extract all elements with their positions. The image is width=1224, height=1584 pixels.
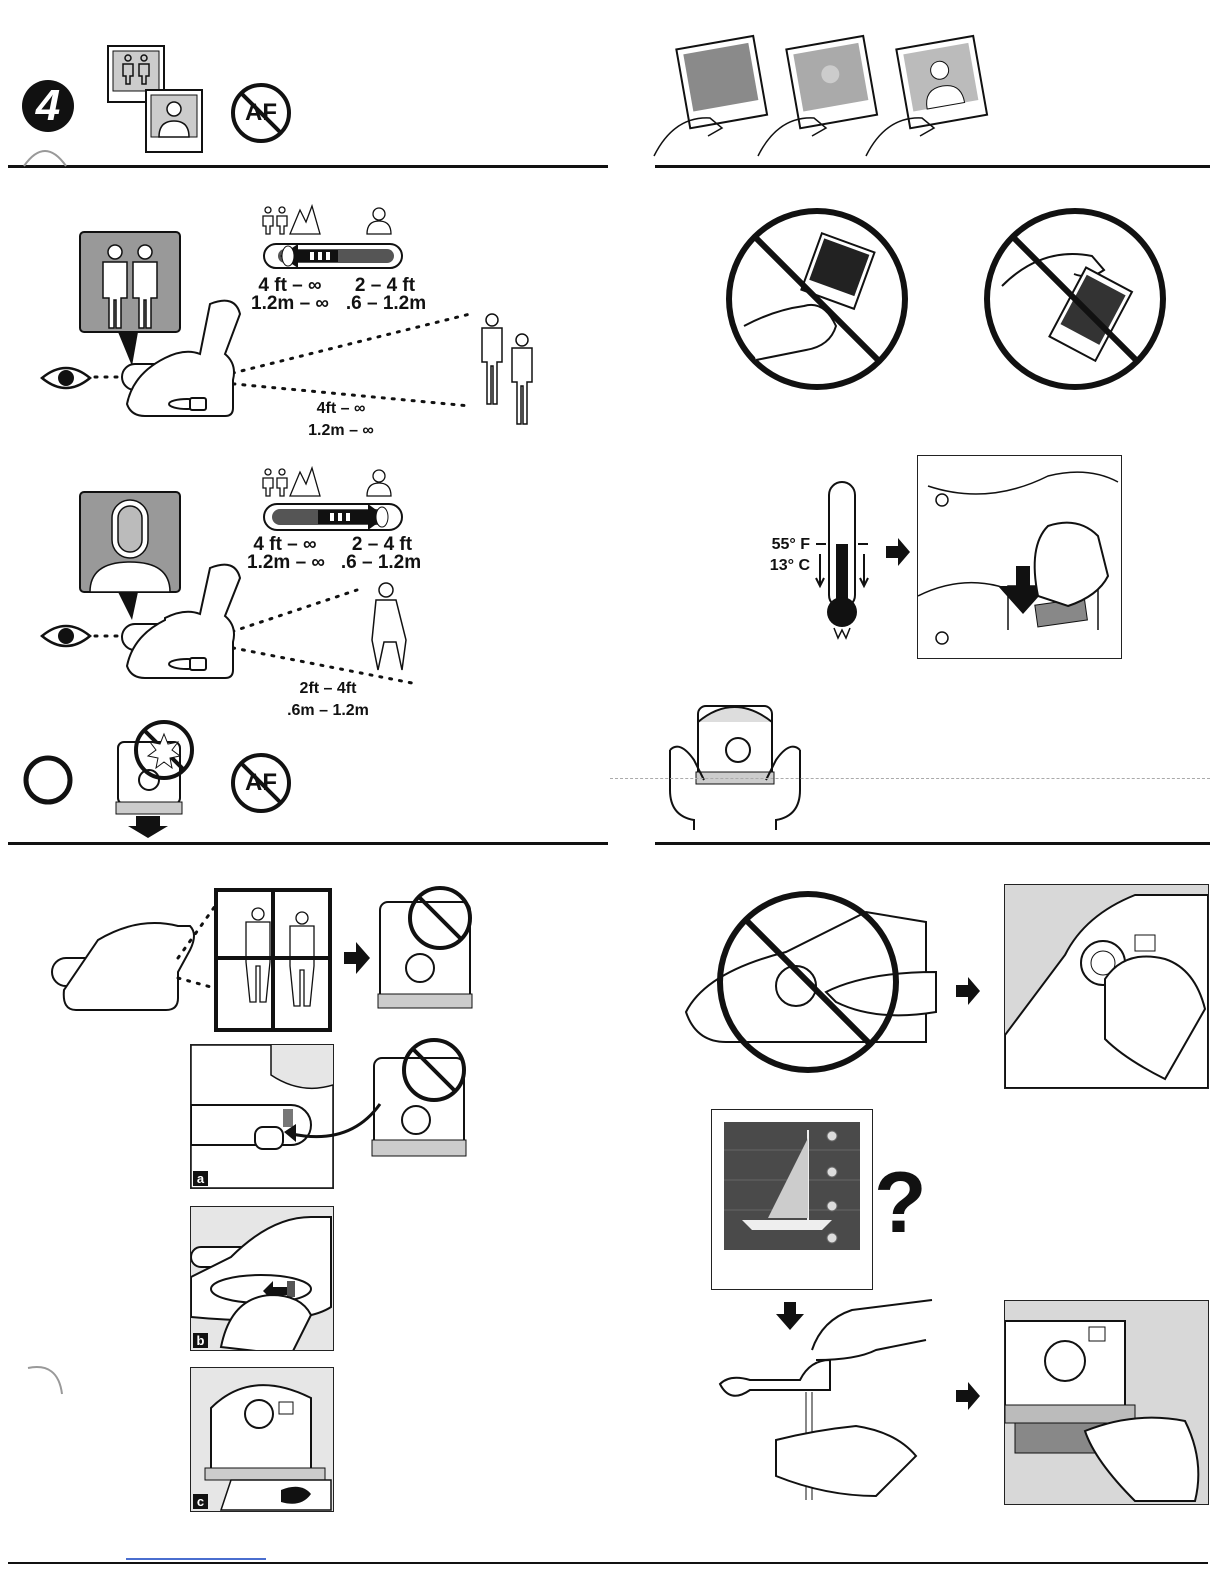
arrow-right-icon-1 — [884, 536, 912, 568]
no-shaking-photo-icon — [724, 206, 910, 392]
clean-rollers-panel — [1004, 1300, 1209, 1505]
camera-front-flash-off-icon — [108, 718, 200, 836]
pocket-warm-photo-panel — [917, 455, 1122, 659]
step-number-badge: 4 — [22, 80, 74, 132]
binder-hole-icon — [20, 140, 70, 170]
arrow-right-icon-3 — [954, 1380, 982, 1412]
step-badge-c: c — [193, 1494, 208, 1509]
camera-window-illustration — [58, 888, 488, 1038]
clean-lens-panel — [1004, 884, 1209, 1089]
af-off-label-2: AF — [230, 769, 292, 797]
eye-icon-2 — [40, 622, 92, 650]
distance-ft-label-2: 2ft – 4ft — [280, 678, 376, 700]
fold-line — [610, 778, 1210, 779]
step-panel-b: b — [190, 1206, 334, 1351]
blue-edge-mark — [126, 1558, 266, 1560]
step-panel-c: c — [190, 1367, 334, 1512]
binder-ring-icon — [18, 750, 78, 810]
subject-near-icon — [362, 580, 416, 672]
arrow-to-switch — [280, 1100, 390, 1150]
spotted-photo-example — [711, 1109, 873, 1290]
distance-m-label-1: 1.2m – ∞ — [294, 420, 388, 442]
photo-developing-sequence — [652, 38, 982, 160]
subjects-far-icon — [476, 310, 546, 432]
af-off-icon-2: AF — [230, 752, 292, 814]
af-off-icon: AF — [230, 82, 292, 144]
question-mark: ? — [874, 1160, 927, 1246]
temperature-celsius-label: 13° C — [752, 556, 810, 576]
arrow-right-icon-2 — [954, 975, 982, 1007]
eye-icon — [40, 364, 92, 392]
step-badge-b: b — [193, 1333, 208, 1348]
range-slider-far — [258, 200, 408, 272]
section-rule-top-right — [655, 165, 1210, 168]
step-badge-a: a — [193, 1171, 208, 1186]
section-rule-mid-right — [655, 842, 1210, 845]
hands-holding-camera-icon — [660, 690, 810, 830]
distance-m-label-2: .6m – 1.2m — [276, 700, 380, 722]
section-rule-top-left — [8, 165, 608, 168]
range-slider-near — [258, 462, 408, 534]
no-touch-lens-icon — [676, 892, 946, 1082]
rinse-cloth-illustration — [716, 1300, 942, 1504]
no-bending-photo-icon — [982, 206, 1168, 392]
section-rule-bottom — [8, 1562, 1208, 1564]
section-rule-mid-left — [8, 842, 608, 845]
binder-hole-icon-2 — [22, 1356, 72, 1400]
af-off-label: AF — [230, 99, 292, 127]
thermometer-icon — [814, 478, 874, 643]
temperature-fahrenheit-label: 55° F — [752, 535, 810, 555]
photo-pair-icon — [106, 44, 206, 154]
distance-ft-label-1: 4ft – ∞ — [296, 398, 386, 420]
camera-side-view-1 — [95, 300, 475, 435]
